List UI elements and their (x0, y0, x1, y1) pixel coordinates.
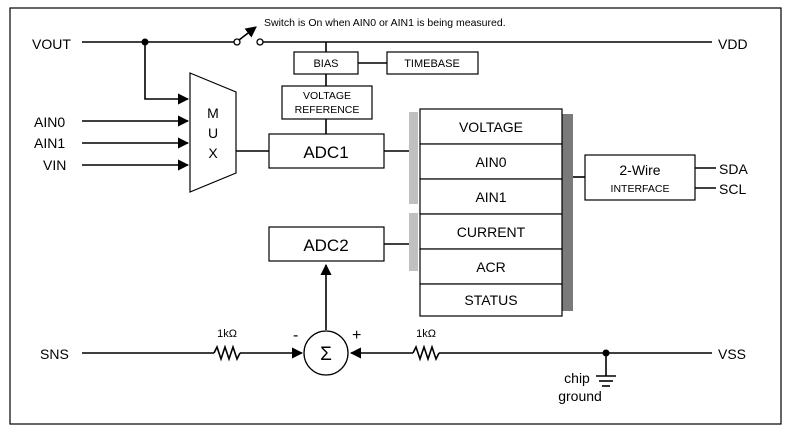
register-status (419, 283, 563, 317)
ground-label-2: ground (558, 388, 602, 404)
vref-label-2: REFERENCE (295, 104, 360, 116)
adc2-bus-bar (409, 213, 418, 271)
pin-vout: VOUT (32, 36, 71, 52)
register-file: VOLTAGE AIN0 AIN1 CURRENT ACR STATUS (419, 108, 563, 317)
timebase-block (386, 51, 479, 75)
register-status-label: STATUS (464, 292, 517, 308)
adc2-label: ADC2 (303, 236, 348, 255)
mux-letter-x: X (208, 145, 218, 161)
pin-scl: SCL (719, 181, 746, 197)
register-ain1-label: AIN1 (475, 189, 506, 205)
register-voltage (419, 108, 563, 145)
mux-block (189, 72, 237, 193)
switch-note: Switch is On when AIN0 or AIN1 is being … (264, 17, 506, 29)
register-current (419, 213, 563, 250)
ground-label-1: chip (564, 370, 590, 386)
register-ain0-label: AIN0 (475, 154, 506, 170)
adc1-label: ADC1 (303, 143, 348, 162)
pin-vin: VIN (43, 157, 66, 173)
iface-label-2: INTERFACE (611, 183, 670, 195)
resistor-right-label: 1kΩ (416, 328, 436, 340)
adc1-block (268, 133, 385, 169)
summing-node (303, 330, 349, 376)
diagram-border (9, 7, 782, 425)
register-acr (419, 248, 563, 285)
pin-vdd: VDD (718, 36, 748, 52)
iface-block (584, 154, 696, 201)
iface-label-1: 2-Wire (619, 162, 660, 178)
register-ain1 (419, 178, 563, 215)
register-output-bus (562, 114, 573, 311)
resistor-right (412, 344, 440, 362)
register-voltage-label: VOLTAGE (459, 119, 523, 135)
adc1-bus-bar (409, 112, 418, 204)
summing-symbol: Σ (320, 344, 332, 365)
resistor-left (213, 344, 241, 362)
timebase-label: TIMEBASE (404, 58, 460, 70)
bias-label: BIAS (313, 58, 338, 70)
vout-mux-wire (144, 42, 190, 105)
pin-sda: SDA (719, 161, 748, 177)
mux-letter-m: M (207, 105, 219, 121)
mux-letter-u: U (208, 125, 218, 141)
register-current-label: CURRENT (457, 224, 526, 240)
pin-ain0: AIN0 (34, 114, 65, 130)
ground-icon (596, 353, 616, 387)
pin-sns: SNS (40, 346, 69, 362)
plus-sign: + (352, 327, 361, 344)
vref-block (281, 85, 373, 120)
pin-vss: VSS (718, 346, 746, 362)
switch (233, 26, 264, 46)
resistor-left-label: 1kΩ (217, 328, 237, 340)
minus-sign: - (293, 327, 298, 344)
vref-label-1: VOLTAGE (303, 90, 351, 102)
pin-ain1: AIN1 (34, 135, 65, 151)
register-acr-label: ACR (476, 259, 506, 275)
register-ain0 (419, 143, 563, 180)
